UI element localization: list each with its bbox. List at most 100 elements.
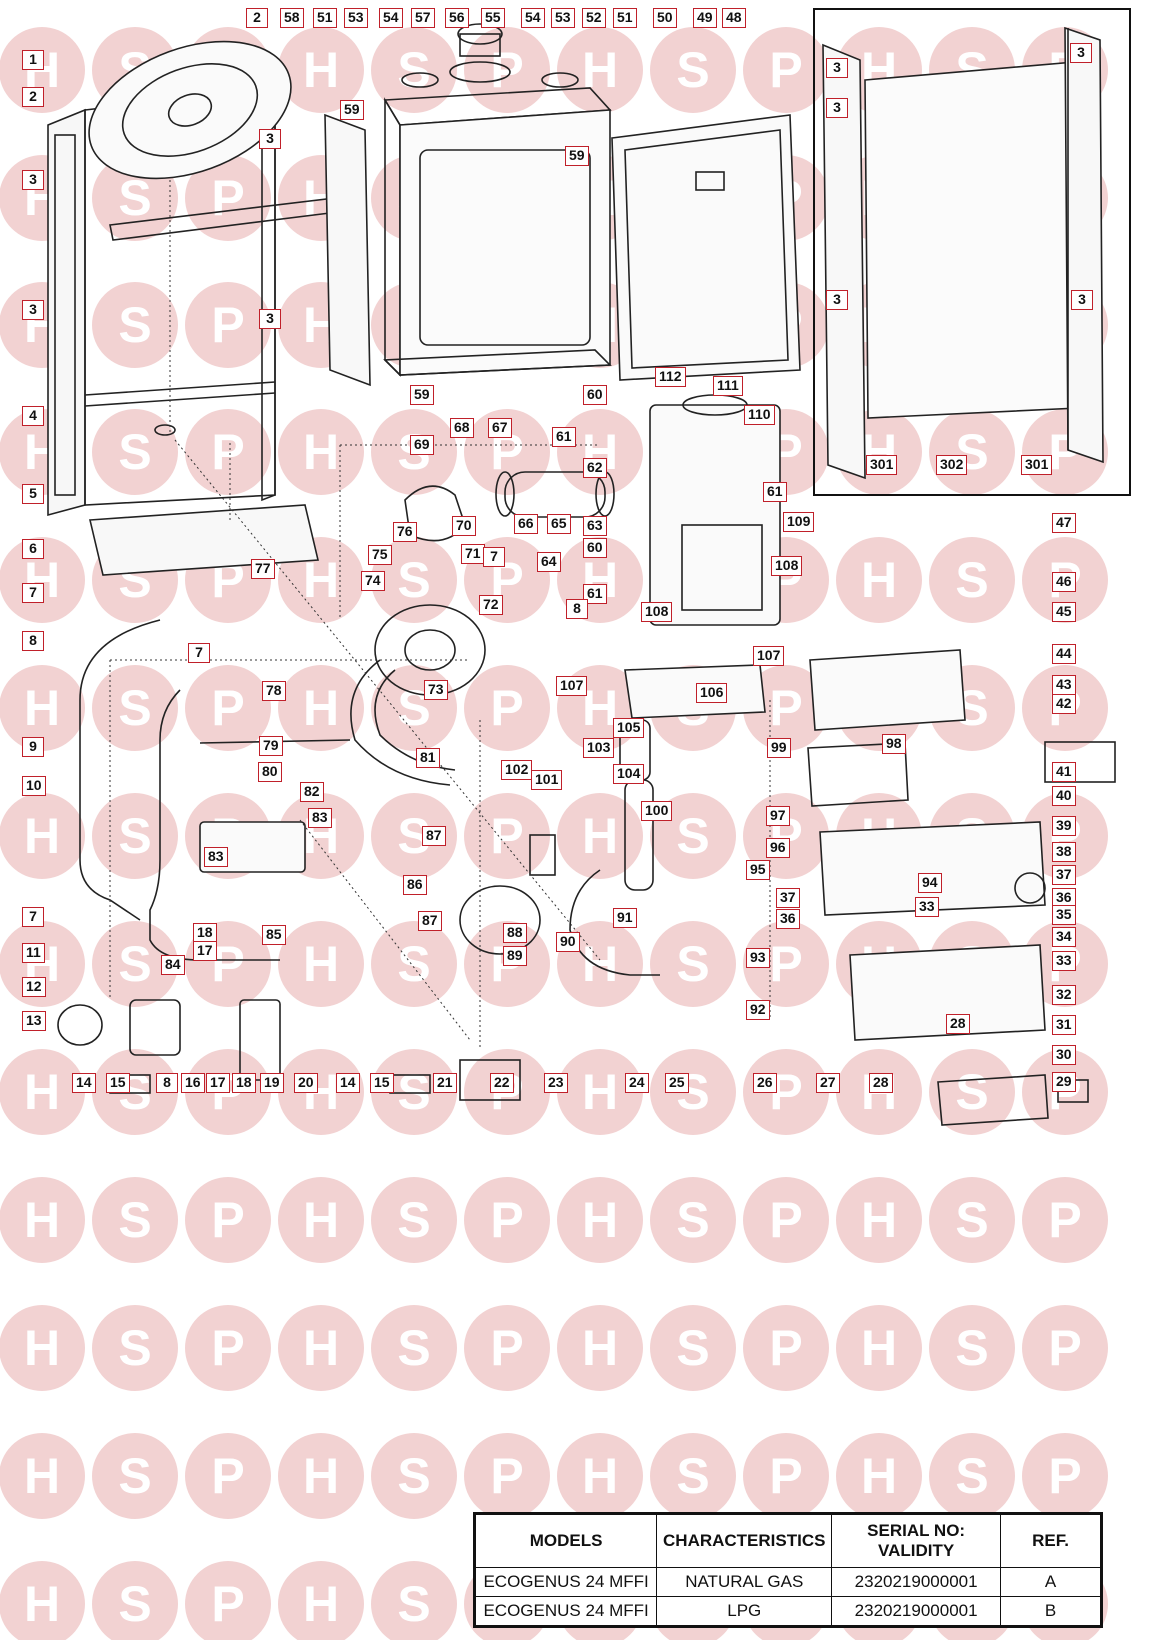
cell-serial: 2320219000001 [831, 1567, 1001, 1597]
watermark-disc [929, 1049, 1015, 1135]
watermark-disc [557, 27, 643, 113]
part-callout: 59 [410, 385, 434, 405]
header-characteristics: CHARACTERISTICS [656, 1514, 833, 1568]
watermark-letter: H [582, 1320, 618, 1376]
part-callout: 68 [450, 418, 474, 438]
watermark-disc [185, 1561, 271, 1640]
watermark-disc [929, 537, 1015, 623]
part-callout: 3 [259, 309, 281, 329]
watermark-letter: H [24, 1448, 60, 1504]
watermark-disc [929, 1305, 1015, 1391]
part-callout: 3 [22, 170, 44, 190]
part-callout: 83 [204, 847, 228, 867]
watermark-letter: S [118, 1576, 151, 1632]
watermark-letter: H [582, 680, 618, 736]
part-callout: 21 [433, 1073, 457, 1093]
watermark-letter: P [211, 170, 244, 226]
watermark-disc [1022, 1305, 1108, 1391]
watermark-letter: P [769, 1192, 802, 1248]
side-panel-left-drawing [324, 113, 371, 387]
watermark-letter: S [676, 42, 709, 98]
watermark-letter: H [861, 1448, 897, 1504]
part-callout: 70 [452, 516, 476, 536]
part-callout: 106 [696, 683, 728, 703]
watermark-letter: H [24, 1576, 60, 1632]
watermark-letter: H [582, 1064, 618, 1120]
watermark-letter: P [769, 1448, 802, 1504]
part-callout: 102 [501, 760, 533, 780]
part-callout: 8 [566, 599, 588, 619]
part-callout: 85 [262, 925, 286, 945]
part-callout: 7 [22, 583, 44, 603]
models-table: MODELS CHARACTERISTICS SERIAL NO: VALIDI… [473, 1512, 1103, 1628]
part-callout: 91 [613, 908, 637, 928]
combustion-chamber-drawing [383, 23, 612, 377]
watermark-disc [185, 155, 271, 241]
watermark-disc [650, 1433, 736, 1519]
watermark-disc [278, 1305, 364, 1391]
part-callout: 89 [503, 946, 527, 966]
watermark-letter: P [211, 1448, 244, 1504]
watermark-letter: S [955, 1064, 988, 1120]
watermark-disc [464, 1305, 550, 1391]
part-callout: 24 [625, 1073, 649, 1093]
part-callout: 59 [340, 100, 364, 120]
watermark-disc [0, 793, 85, 879]
part-callout: 53 [344, 8, 368, 28]
part-callout: 49 [693, 8, 717, 28]
watermark-disc [0, 921, 85, 1007]
casing-inset-frame [813, 8, 1131, 496]
watermark-letter: P [211, 297, 244, 353]
watermark-disc [743, 1177, 829, 1263]
exploded-parts-diagram [47, 23, 1116, 1126]
part-callout: 37 [1052, 865, 1076, 885]
watermark-disc [0, 537, 85, 623]
watermark-letter: P [1048, 1448, 1081, 1504]
part-callout: 13 [22, 1011, 46, 1031]
watermark-letter: S [118, 680, 151, 736]
cell-model: ECOGENUS 24 MFFI [474, 1596, 658, 1626]
part-callout: 74 [361, 571, 385, 591]
watermark-letter: H [861, 1320, 897, 1376]
part-callout: 99 [767, 738, 791, 758]
watermark-disc [557, 1305, 643, 1391]
part-callout: 30 [1052, 1045, 1076, 1065]
watermark-disc [185, 1305, 271, 1391]
watermark-disc [743, 1433, 829, 1519]
watermark-letter: H [24, 680, 60, 736]
part-callout: 2 [246, 8, 268, 28]
part-callout: 45 [1052, 602, 1076, 622]
watermark-letter: P [769, 936, 802, 992]
part-callout: 36 [776, 909, 800, 929]
watermark-letter: H [303, 1192, 339, 1248]
watermark-letter: H [861, 1192, 897, 1248]
header-serial-validity: SERIAL NO: VALIDITY [831, 1514, 1001, 1568]
part-callout: 51 [313, 8, 337, 28]
part-callout: 48 [722, 8, 746, 28]
part-callout: 100 [641, 801, 673, 821]
watermark-disc [650, 1177, 736, 1263]
watermark-disc [929, 1433, 1015, 1519]
watermark-letter: P [211, 1576, 244, 1632]
watermark-letter: P [1048, 1192, 1081, 1248]
watermark-disc [1022, 793, 1108, 879]
watermark-disc [185, 282, 271, 368]
part-callout: 37 [776, 888, 800, 908]
watermark-letter: P [211, 424, 244, 480]
watermark-disc [92, 282, 178, 368]
part-callout: 3 [259, 129, 281, 149]
part-callout: 58 [280, 8, 304, 28]
watermark-letter: P [490, 42, 523, 98]
part-callout: 93 [746, 948, 770, 968]
cell-ref: B [1000, 1596, 1101, 1626]
part-callout: 31 [1052, 1015, 1076, 1035]
watermark-letter: P [490, 808, 523, 864]
part-callout: 62 [583, 458, 607, 478]
front-panel-drawing [611, 114, 801, 381]
watermark-disc [371, 537, 457, 623]
part-callout: 94 [918, 873, 942, 893]
part-callout: 108 [641, 602, 673, 622]
watermark-letter: S [397, 1320, 430, 1376]
watermark-disc [371, 1049, 457, 1135]
part-callout: 88 [503, 923, 527, 943]
